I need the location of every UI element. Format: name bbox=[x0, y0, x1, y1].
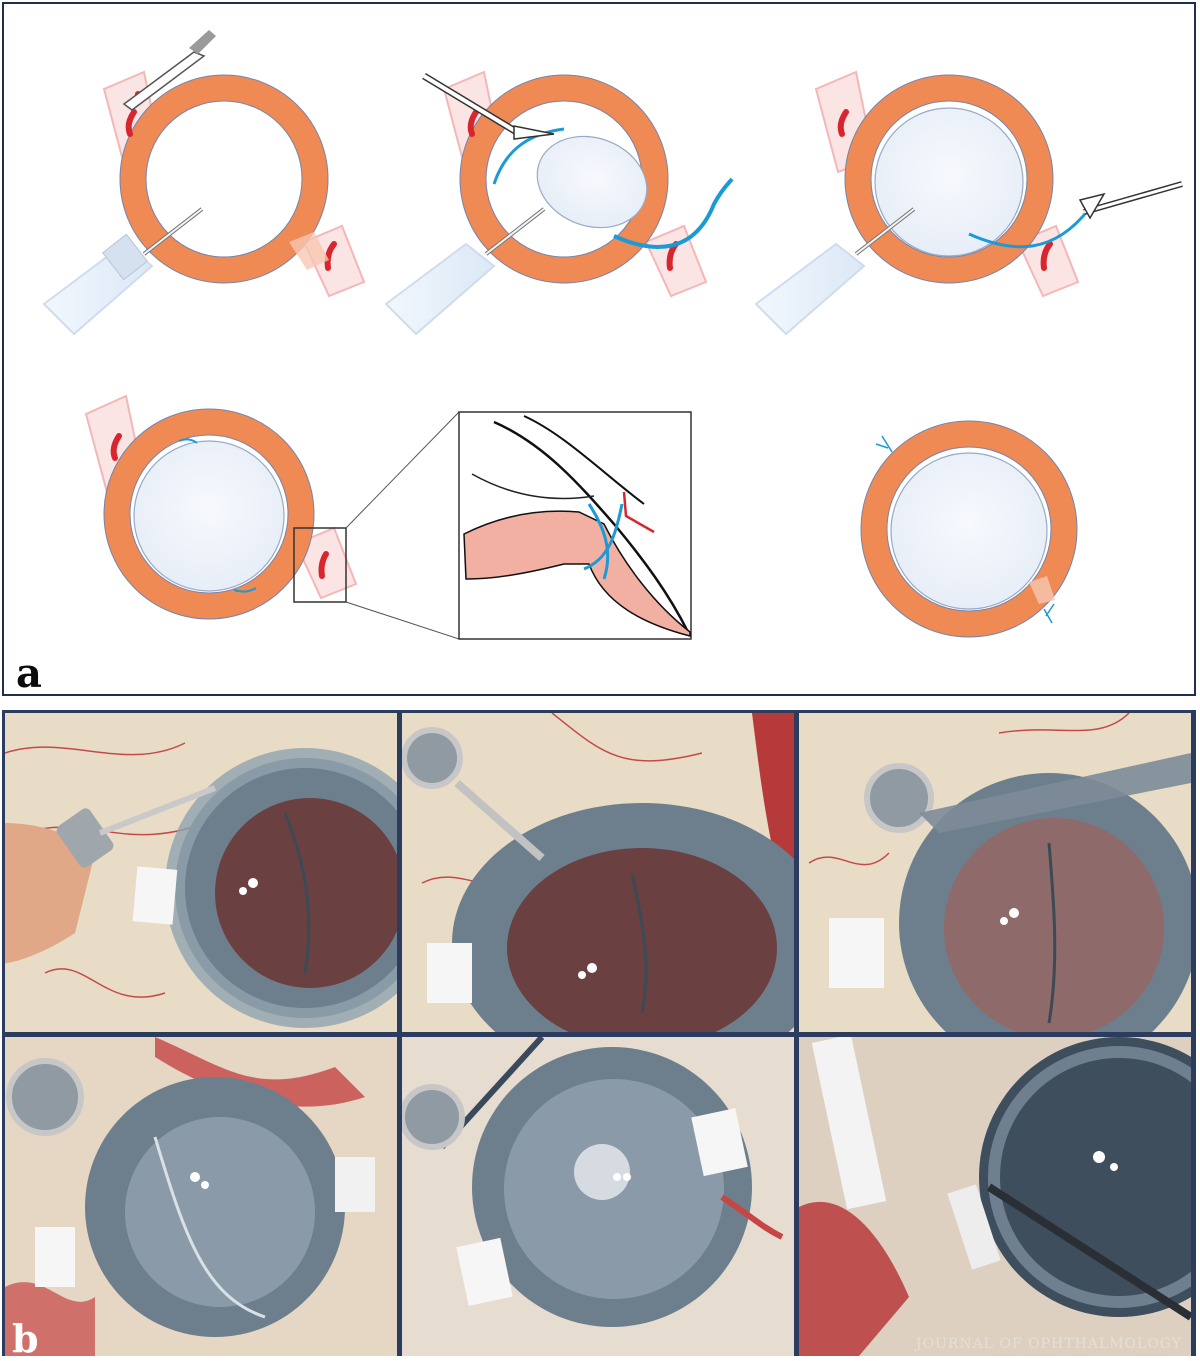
step-5-final bbox=[860, 420, 1078, 638]
step-4-haptic-fixation bbox=[84, 394, 460, 640]
iol-optic bbox=[133, 440, 285, 592]
surgical-photo-2 bbox=[402, 713, 794, 1032]
zoom-box bbox=[293, 527, 347, 603]
panel-b-label: b bbox=[12, 1316, 39, 1361]
surgical-photo-6 bbox=[799, 1037, 1191, 1356]
limbus-ring bbox=[104, 409, 314, 619]
syringe-icon bbox=[42, 207, 204, 336]
step-3-externalize bbox=[754, 70, 1183, 336]
forceps-icon bbox=[422, 73, 555, 140]
inset-magnified-view bbox=[458, 411, 692, 640]
limbus-ring bbox=[460, 75, 668, 283]
limbus-ring bbox=[845, 75, 1053, 283]
forceps-icon bbox=[1078, 181, 1183, 220]
iol-optic bbox=[874, 107, 1024, 257]
limbus-ring bbox=[120, 75, 328, 283]
iol-optic bbox=[890, 452, 1048, 610]
surgical-photo-1 bbox=[5, 713, 397, 1032]
journal-watermark: JOURNAL OF OPHTHALMOLOGY bbox=[915, 1336, 1182, 1352]
blade-icon bbox=[122, 30, 216, 111]
panel-a-label: a bbox=[16, 650, 42, 697]
panel-a-schematic: a bbox=[2, 2, 1196, 696]
syringe-icon bbox=[754, 207, 916, 336]
schematic-drawing bbox=[42, 30, 1183, 640]
syringe-icon bbox=[384, 207, 546, 336]
step-2-haptic-grab bbox=[384, 70, 734, 336]
iol-optic bbox=[536, 135, 648, 229]
step-1-sclerotomy bbox=[42, 30, 366, 336]
surgical-photo-3 bbox=[799, 713, 1191, 1032]
haptic-suture bbox=[492, 127, 565, 185]
limbus-ring bbox=[861, 421, 1077, 637]
surgical-photo-5 bbox=[402, 1037, 794, 1356]
surgical-photo-4 bbox=[5, 1037, 397, 1356]
